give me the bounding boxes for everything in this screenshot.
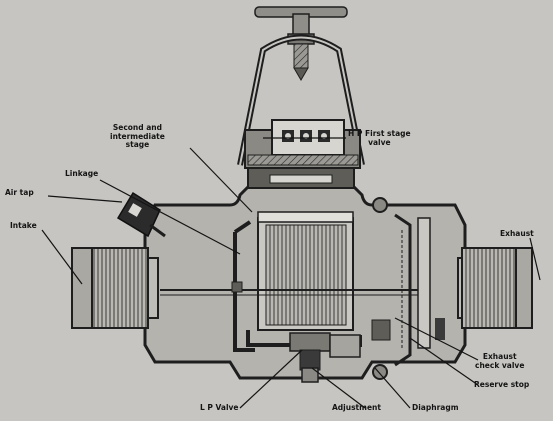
label-lp-valve: L P Valve — [200, 403, 239, 412]
label-hp-first-stage-valve: H P First stage valve — [348, 129, 411, 147]
label-exhaust-check-line2: check valve — [475, 360, 525, 370]
central-cylinder — [257, 211, 354, 331]
label-second-line3: stage — [125, 140, 150, 149]
exhaust-fitting — [457, 247, 533, 329]
label-second-line2: intermediate — [110, 131, 165, 141]
leader-lines — [41, 137, 541, 409]
label-exhaust: Exhaust — [500, 229, 534, 238]
second-stage-housing — [247, 167, 355, 189]
label-hp-line2: valve — [368, 137, 391, 147]
label-exhaust-check-valve: Exhaust check valve — [475, 352, 525, 370]
label-linkage: Linkage — [65, 169, 99, 178]
label-second-intermediate-stage: Second and intermediate stage — [110, 123, 165, 150]
intake-fitting — [71, 247, 159, 329]
label-reserve-stop: Reserve stop — [474, 380, 530, 389]
label-hp-line1: H P First stage — [348, 129, 411, 138]
hp-first-stage-valve — [244, 119, 361, 169]
label-exhaust-check-line1: Exhaust — [482, 352, 517, 361]
label-second-line1: Second and — [112, 123, 163, 132]
label-intake: Intake — [10, 221, 37, 230]
label-air-tap: Air tap — [5, 188, 34, 197]
lp-valve-assembly — [289, 332, 361, 383]
air-tap — [116, 191, 166, 238]
label-diaphragm: Diaphragm — [412, 403, 459, 412]
label-adjustment: Adjustment — [332, 403, 381, 412]
adjusting-screw — [293, 43, 309, 81]
